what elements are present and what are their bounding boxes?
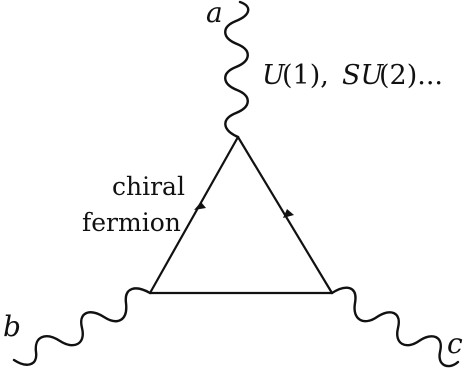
- gauge-boson-line-c: [330, 286, 460, 368]
- left-edge-arrow: [194, 202, 206, 210]
- chiral-fermion-label: chiral fermion: [82, 172, 185, 237]
- right-edge-arrow: [283, 209, 294, 218]
- label-b: b: [3, 310, 21, 343]
- gauge-su2-symbol: SU: [342, 60, 384, 91]
- gauge-boson-line-a: [224, 0, 250, 139]
- gauge-group-label: U (1), SU (2)...: [262, 60, 443, 91]
- chiral-fermion-line1: chiral: [112, 172, 185, 201]
- gauge-u1-argument: (1),: [282, 60, 329, 91]
- gauge-su2-argument: (2)...: [379, 60, 443, 91]
- gauge-u1-symbol: U: [262, 60, 286, 91]
- triangle-left-edge: [148, 135, 240, 295]
- label-a: a: [206, 0, 223, 29]
- gauge-boson-line-b: [12, 287, 152, 366]
- label-c: c: [447, 327, 463, 360]
- chiral-fermion-line2: fermion: [82, 208, 181, 237]
